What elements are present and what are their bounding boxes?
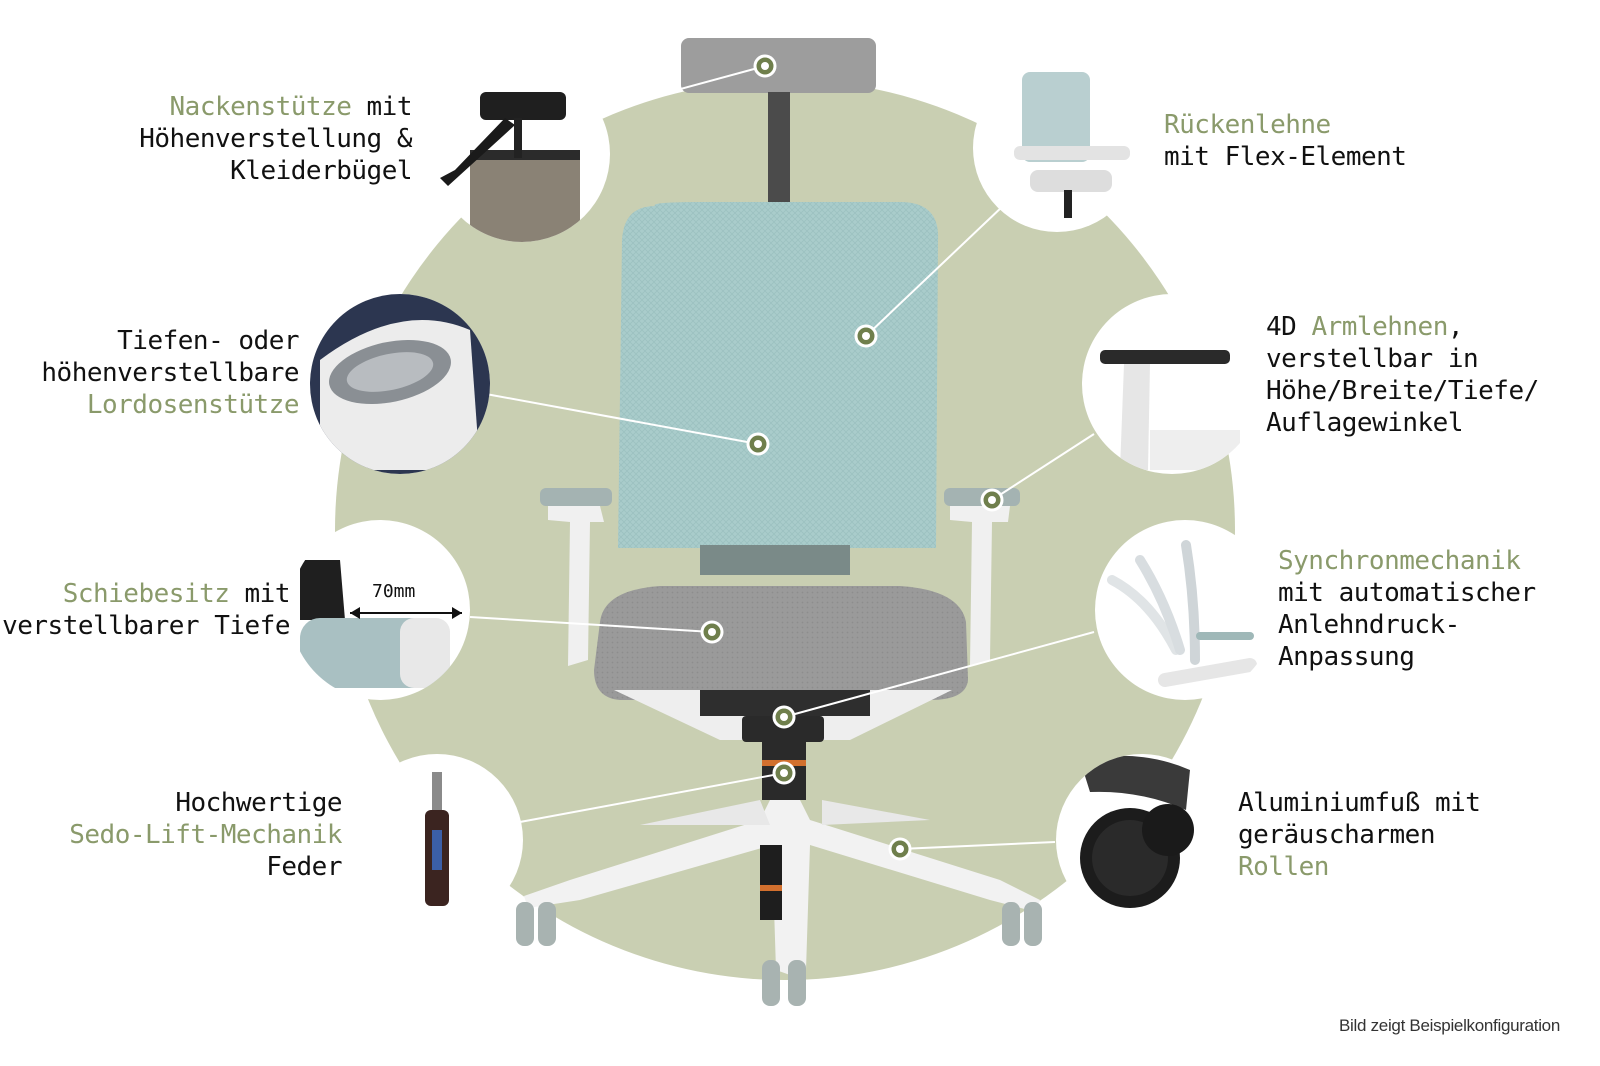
callout-line: Höhenverstellung &	[139, 123, 412, 155]
callout-text: geräuscharmen	[1238, 820, 1436, 850]
callout-highlight-text: Synchronmechanik	[1278, 546, 1521, 576]
marker-gas-spring	[772, 761, 796, 785]
lumbar-support-icon	[310, 294, 490, 474]
callout-highlight-text: Sedo-Lift-Mechanik	[69, 820, 342, 850]
callout-line: Lordosenstütze	[41, 389, 300, 421]
callout-highlight-text: Lordosenstütze	[86, 390, 300, 420]
callout-text: ,	[1447, 312, 1464, 342]
callout-highlight-text: Rollen	[1238, 852, 1329, 882]
callout-text: Anpassung	[1278, 642, 1415, 672]
callout-line: geräuscharmen	[1238, 819, 1480, 851]
feature-markers	[700, 54, 1004, 861]
callout-text: Kleiderbügel	[230, 156, 412, 186]
marker-armrest	[980, 488, 1004, 512]
callout-text: höhenverstellbare	[41, 358, 299, 388]
callout-highlight-text: Nackenstütze	[169, 92, 352, 122]
callout-text: Höhe/Breite/Tiefe/	[1266, 376, 1539, 406]
callout-text: mit	[351, 92, 413, 122]
callout-line: höhenverstellbare	[41, 357, 299, 389]
callout-line: Anpassung	[1278, 641, 1536, 673]
callout-line: Sedo-Lift-Mechanik	[69, 819, 342, 851]
callout-line: Rollen	[1238, 851, 1480, 883]
marker-synchro	[772, 705, 796, 729]
callout-line: verstellbarer Tiefe	[2, 610, 290, 642]
chair-backrest	[618, 202, 939, 548]
callout-line: mit automatischer	[1278, 577, 1536, 609]
office-chair	[516, 38, 1042, 1006]
callout-text: Anlehndruck-	[1278, 610, 1460, 640]
chair-armrest-left	[540, 488, 612, 506]
callout-text: verstellbar in	[1266, 344, 1479, 374]
caster-wheel-icon	[1056, 754, 1228, 926]
callout-highlight-text: Rückenlehne	[1164, 110, 1331, 140]
callout-line: Auflagewinkel	[1266, 407, 1539, 439]
callout-line: Synchronmechanik	[1278, 545, 1536, 577]
marker-headrest	[753, 54, 777, 78]
callout-text: mit	[229, 579, 291, 609]
chair-wheels	[516, 902, 1042, 1006]
callout-line: Tiefen- oder	[41, 325, 299, 357]
callout-line: Höhe/Breite/Tiefe/	[1266, 375, 1539, 407]
marker-lumbar	[746, 432, 770, 456]
headrest-icon	[434, 66, 610, 242]
callout-line: Rückenlehne	[1164, 109, 1406, 141]
marker-backrest	[854, 324, 878, 348]
callout-line: verstellbar in	[1266, 343, 1539, 375]
callout-highlight-text: Schiebesitz	[62, 579, 230, 609]
callout-line: Nackenstütze mit	[139, 91, 413, 123]
callout-line: Kleiderbügel	[139, 155, 412, 187]
armrest-icon	[1082, 294, 1262, 474]
callout-text: Aluminiumfuß mit	[1238, 788, 1481, 818]
callout-text: verstellbarer Tiefe	[2, 611, 290, 641]
gas-spring-icon	[351, 754, 523, 926]
callout-text: Höhenverstellung &	[139, 124, 412, 154]
backrest-icon	[973, 64, 1141, 232]
callout-text: Hochwertige	[175, 788, 342, 818]
callout-text: mit Flex-Element	[1164, 142, 1407, 172]
callout-line: Anlehndruck-	[1278, 609, 1536, 641]
sliding-seat-icon	[290, 520, 470, 700]
callout-text: Auflagewinkel	[1266, 408, 1464, 438]
callout-line: 4D Armlehnen,	[1266, 311, 1539, 343]
seat-slide-measure: 70mm	[372, 581, 416, 602]
callout-text: 4D	[1266, 312, 1312, 342]
callout-highlight-text: Armlehnen	[1311, 312, 1448, 342]
footnote: Bild zeigt Beispielkonfiguration	[1339, 1016, 1560, 1035]
callout-line: Hochwertige	[69, 787, 342, 819]
callout-text: mit automatischer	[1278, 578, 1536, 608]
callout-line: Feder	[69, 851, 342, 883]
callout-text: Tiefen- oder	[117, 326, 299, 356]
callout-line: mit Flex-Element	[1164, 141, 1407, 173]
connector-lines	[469, 65, 1095, 850]
marker-seat	[700, 620, 724, 644]
chair-seat	[594, 586, 968, 700]
callout-line: Schiebesitz mit	[2, 578, 291, 610]
callout-text: Feder	[266, 852, 342, 882]
chair-headrest	[681, 38, 876, 93]
synchro-mechanism-icon	[1095, 520, 1275, 700]
callout-line: Aluminiumfuß mit	[1238, 787, 1481, 819]
marker-base	[888, 837, 912, 861]
